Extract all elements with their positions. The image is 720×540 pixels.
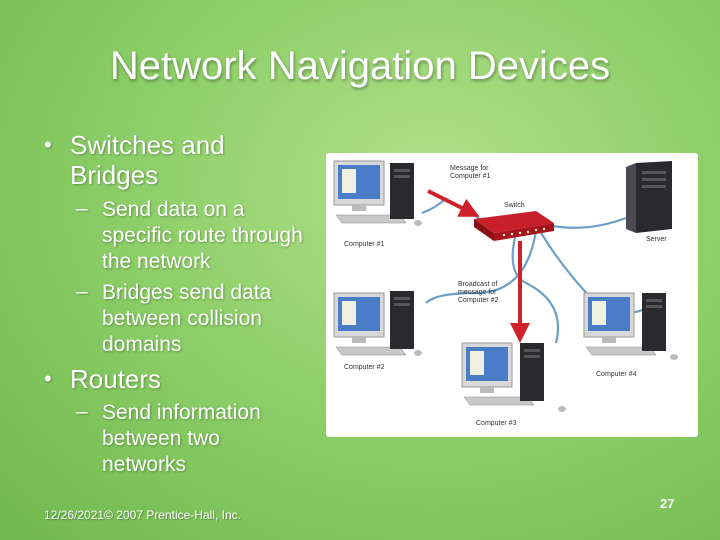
cable <box>425 230 538 304</box>
cable <box>511 232 560 344</box>
bullet-switches-bridges: Switches and Bridges <box>70 130 225 190</box>
label-switch: Switch <box>504 202 525 209</box>
label-computer-4: Computer #4 <box>596 371 637 378</box>
sub-bullet-send-data: Send data on a specific route through th… <box>102 198 303 273</box>
switch-device <box>474 211 554 241</box>
network-diagram: Message for Computer #1 Switch Server Co… <box>326 153 698 437</box>
label-computer-2: Computer #2 <box>344 364 385 371</box>
message-arrow <box>427 189 480 217</box>
page-title: Network Navigation Devices <box>109 44 611 88</box>
network-diagram-svg <box>333 160 678 412</box>
label-computer-1: Computer #1 <box>344 241 385 248</box>
computer-1 <box>333 160 422 226</box>
cable <box>547 216 627 229</box>
server-device <box>626 161 672 233</box>
label-broadcast: Broadcast of message for Computer #2 <box>458 281 499 304</box>
sub-bullet-dash: – <box>76 280 88 303</box>
computer-3 <box>461 342 566 412</box>
sub-bullet-send-info: Send information between two networks <box>102 401 261 476</box>
computer-4 <box>583 292 678 360</box>
label-message: Message for Computer #1 <box>450 165 491 180</box>
bullet-routers: Routers <box>70 364 162 394</box>
bullet-dot: • <box>44 366 52 391</box>
computer-2 <box>333 291 422 356</box>
footer-text: 12/26/2021© 2007 Prentice-Hall, Inc. <box>44 508 241 522</box>
label-server: Server <box>646 236 667 243</box>
label-computer-3: Computer #3 <box>476 420 517 427</box>
sub-bullet-dash: – <box>76 400 88 423</box>
page-number: 27 <box>660 496 675 511</box>
sub-bullet-bridges: Bridges send data between collision doma… <box>102 281 272 356</box>
bullet-dot: • <box>44 132 52 157</box>
sub-bullet-dash: – <box>76 197 88 220</box>
